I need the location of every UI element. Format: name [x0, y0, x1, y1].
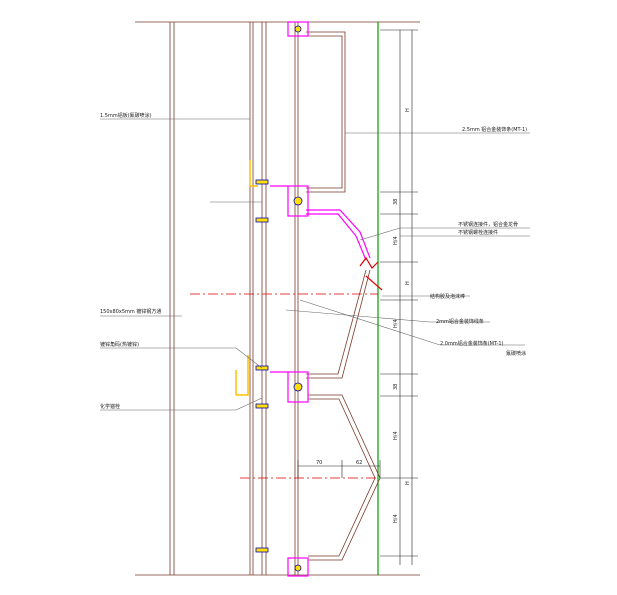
keel-lines: [294, 22, 299, 575]
label-steel-tube: 150x80x5mm 镀锌钢方通: [100, 308, 161, 315]
structural-wall: [169, 22, 267, 575]
dim-text-5: H/4: [393, 319, 399, 328]
yellow-brackets: [235, 160, 258, 396]
label-aluminum-2mm: 2mm铝合金装饰线条: [436, 318, 484, 325]
sealant-joint: [359, 256, 383, 291]
dim-text-3: H/4: [393, 236, 399, 245]
dim-text-6: 38: [393, 384, 399, 390]
cut-lines: [135, 21, 420, 576]
dim-text-7: H/4: [393, 431, 399, 440]
label-trim-mt1: 2.0mm铝合金装饰条(MT-1): [440, 340, 504, 347]
dim-text-2: 38: [393, 199, 399, 205]
horizontal-dimension: [297, 460, 381, 478]
label-joint: 结构胶及泡沫棒: [430, 293, 465, 300]
label-connector-a: 不锈钢连接件，铝合金龙骨: [458, 221, 518, 228]
magenta-profiles: [270, 21, 371, 577]
label-connector-b: 不锈钢螺栓连接件: [458, 229, 498, 236]
dim-text-1: H: [405, 108, 411, 112]
dim-text-8: H: [405, 481, 411, 485]
dim-text-w1: 70: [316, 460, 322, 466]
dimension-chain: [380, 29, 418, 565]
label-trim-mt1-sub: 氟碳喷涂: [506, 350, 526, 357]
label-embed-plate: 镀锌角码(热镀锌): [100, 341, 139, 348]
label-panel-top: 1.5mm铝板(氟碳喷涂): [100, 112, 152, 119]
leader-lines: [100, 118, 530, 411]
dim-text-9: H/4: [393, 514, 399, 523]
dimension-texts: H 38 H/4 H H/4 38 H/4 H H/4 70 62: [316, 108, 411, 523]
aluminium-panels: [306, 31, 381, 561]
label-panel-right: 2.5mm 铝合金装饰条(MT-1): [462, 126, 527, 133]
dim-text-w2: 62: [356, 460, 362, 466]
label-anchor: 化学锚栓: [100, 403, 120, 410]
dim-text-4: H: [405, 281, 411, 285]
annotations: 1.5mm铝板(氟碳喷涂) 2.5mm 铝合金装饰条(MT-1) 不锈钢连接件，…: [100, 112, 527, 410]
axis-lines: [190, 293, 378, 479]
